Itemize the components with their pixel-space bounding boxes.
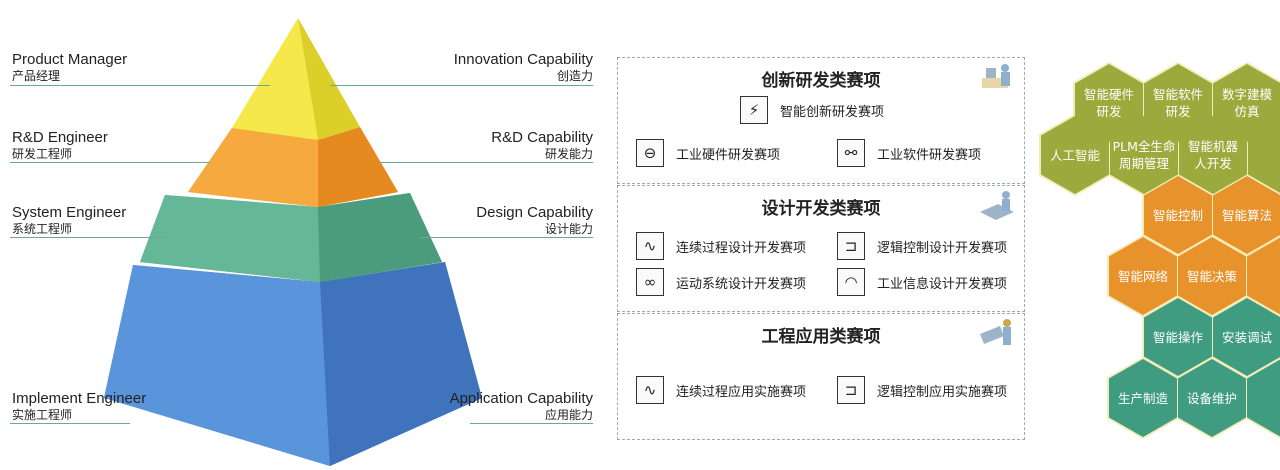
skill-hex: 安装调试 [1213, 298, 1280, 376]
tier-blue [104, 262, 482, 466]
competition-item: ⚡智能创新研发赛项 [740, 96, 884, 124]
section-engineering-application: 工程应用类赛项 ∿连续过程应用实施赛项 ⊐逻辑控制应用实施赛项 [617, 313, 1025, 440]
skill-hex: 智能操作 [1144, 298, 1212, 376]
divider-line [380, 162, 593, 163]
tier-green [140, 193, 442, 282]
section-title: 工程应用类赛项 [761, 327, 881, 347]
engineer-with-blueprint-icon [980, 319, 1011, 345]
curve-chart-icon: ∿ [636, 232, 664, 260]
skill-hex: 生产制造 [1109, 359, 1177, 437]
divider-line [470, 423, 593, 424]
skill-hex: 智能控制 [1144, 176, 1212, 254]
skill-hex: 人工智能 [1041, 116, 1109, 194]
divider-line [420, 237, 593, 238]
competition-item: ∿连续过程设计开发赛项 [636, 232, 806, 260]
divider-line [330, 85, 593, 86]
divider-line [10, 85, 270, 86]
tier-orange [188, 127, 398, 207]
tier-yellow [232, 18, 360, 140]
capability-pyramid [104, 18, 482, 466]
competition-item: ⊖工业硬件研发赛项 [636, 139, 780, 167]
section-innovation-rd: 创新研发类赛项 ⚡智能创新研发赛项 ⊖工业硬件研发赛项 ⚯工业软件研发赛项 [617, 57, 1025, 184]
divider-line [10, 162, 210, 163]
skill-hex: 设备维护 [1178, 359, 1246, 437]
competition-item: ⊐逻辑控制应用实施赛项 [837, 376, 1007, 404]
curve-chart-gear-icon: ∿ [636, 376, 664, 404]
wifi-icon: ◠ [837, 268, 865, 296]
competition-item: ∞运动系统设计开发赛项 [636, 268, 806, 296]
competition-item: ⊐逻辑控制设计开发赛项 [837, 232, 1007, 260]
section-title: 创新研发类赛项 [761, 71, 881, 91]
logic-gate-gear-icon: ⊐ [837, 376, 865, 404]
lightning-icon: ⚡ [740, 96, 768, 124]
section-design-development: 设计开发类赛项 ∿连续过程设计开发赛项 ⊐逻辑控制设计开发赛项 ∞运动系统设计开… [617, 185, 1025, 312]
skill-hex: PLM全生命周期管理 [1110, 116, 1178, 194]
competition-item: ⚯工业软件研发赛项 [837, 139, 981, 167]
skill-hex: 智能机器人开发 [1179, 116, 1247, 194]
competition-item: ◠工业信息设计开发赛项 [837, 268, 1007, 296]
person-at-desk-icon [982, 64, 1010, 88]
divider-line [10, 237, 170, 238]
section-title: 设计开发类赛项 [761, 199, 881, 219]
competition-item: ∿连续过程应用实施赛项 [636, 376, 806, 404]
software-diagram-icon: ⚯ [837, 139, 865, 167]
motion-icon: ∞ [636, 268, 664, 296]
divider-line [10, 423, 130, 424]
transistor-icon: ⊖ [636, 139, 664, 167]
skill-hex: 智能网络 [1109, 237, 1177, 315]
person-drafting-icon [980, 191, 1014, 220]
logic-gate-icon: ⊐ [837, 232, 865, 260]
skill-hex: 智能决策 [1178, 237, 1246, 315]
